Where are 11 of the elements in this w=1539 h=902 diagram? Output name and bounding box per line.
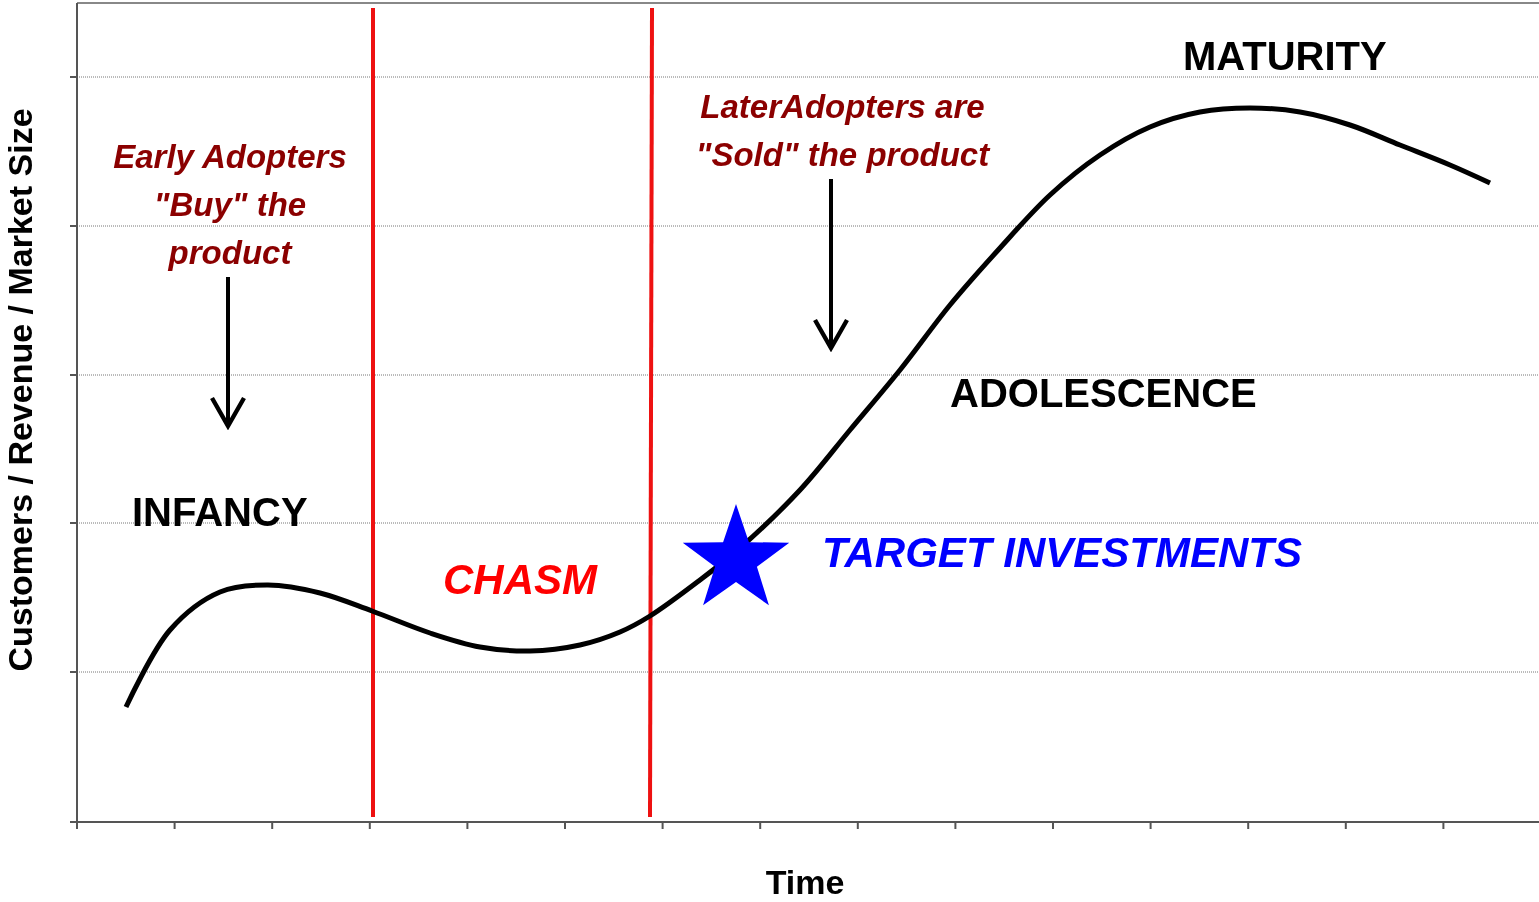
arrow bbox=[812, 179, 850, 351]
annotation-text: Early Adopters "Buy" the product bbox=[112, 137, 348, 273]
axis-title: Time bbox=[765, 862, 845, 902]
annotation-text: LaterAdopters are "Sold" the product bbox=[694, 87, 992, 175]
stage-label: INFANCY bbox=[132, 490, 308, 535]
stage-label: CHASM bbox=[443, 556, 597, 604]
annotation-text: TARGET INVESTMENTS bbox=[822, 529, 1302, 577]
stage-label: MATURITY bbox=[1183, 34, 1387, 79]
axis-title: Customers / Revenue / Market Size bbox=[0, 108, 40, 672]
arrow bbox=[209, 277, 247, 429]
stage-label: ADOLESCENCE bbox=[950, 371, 1257, 416]
